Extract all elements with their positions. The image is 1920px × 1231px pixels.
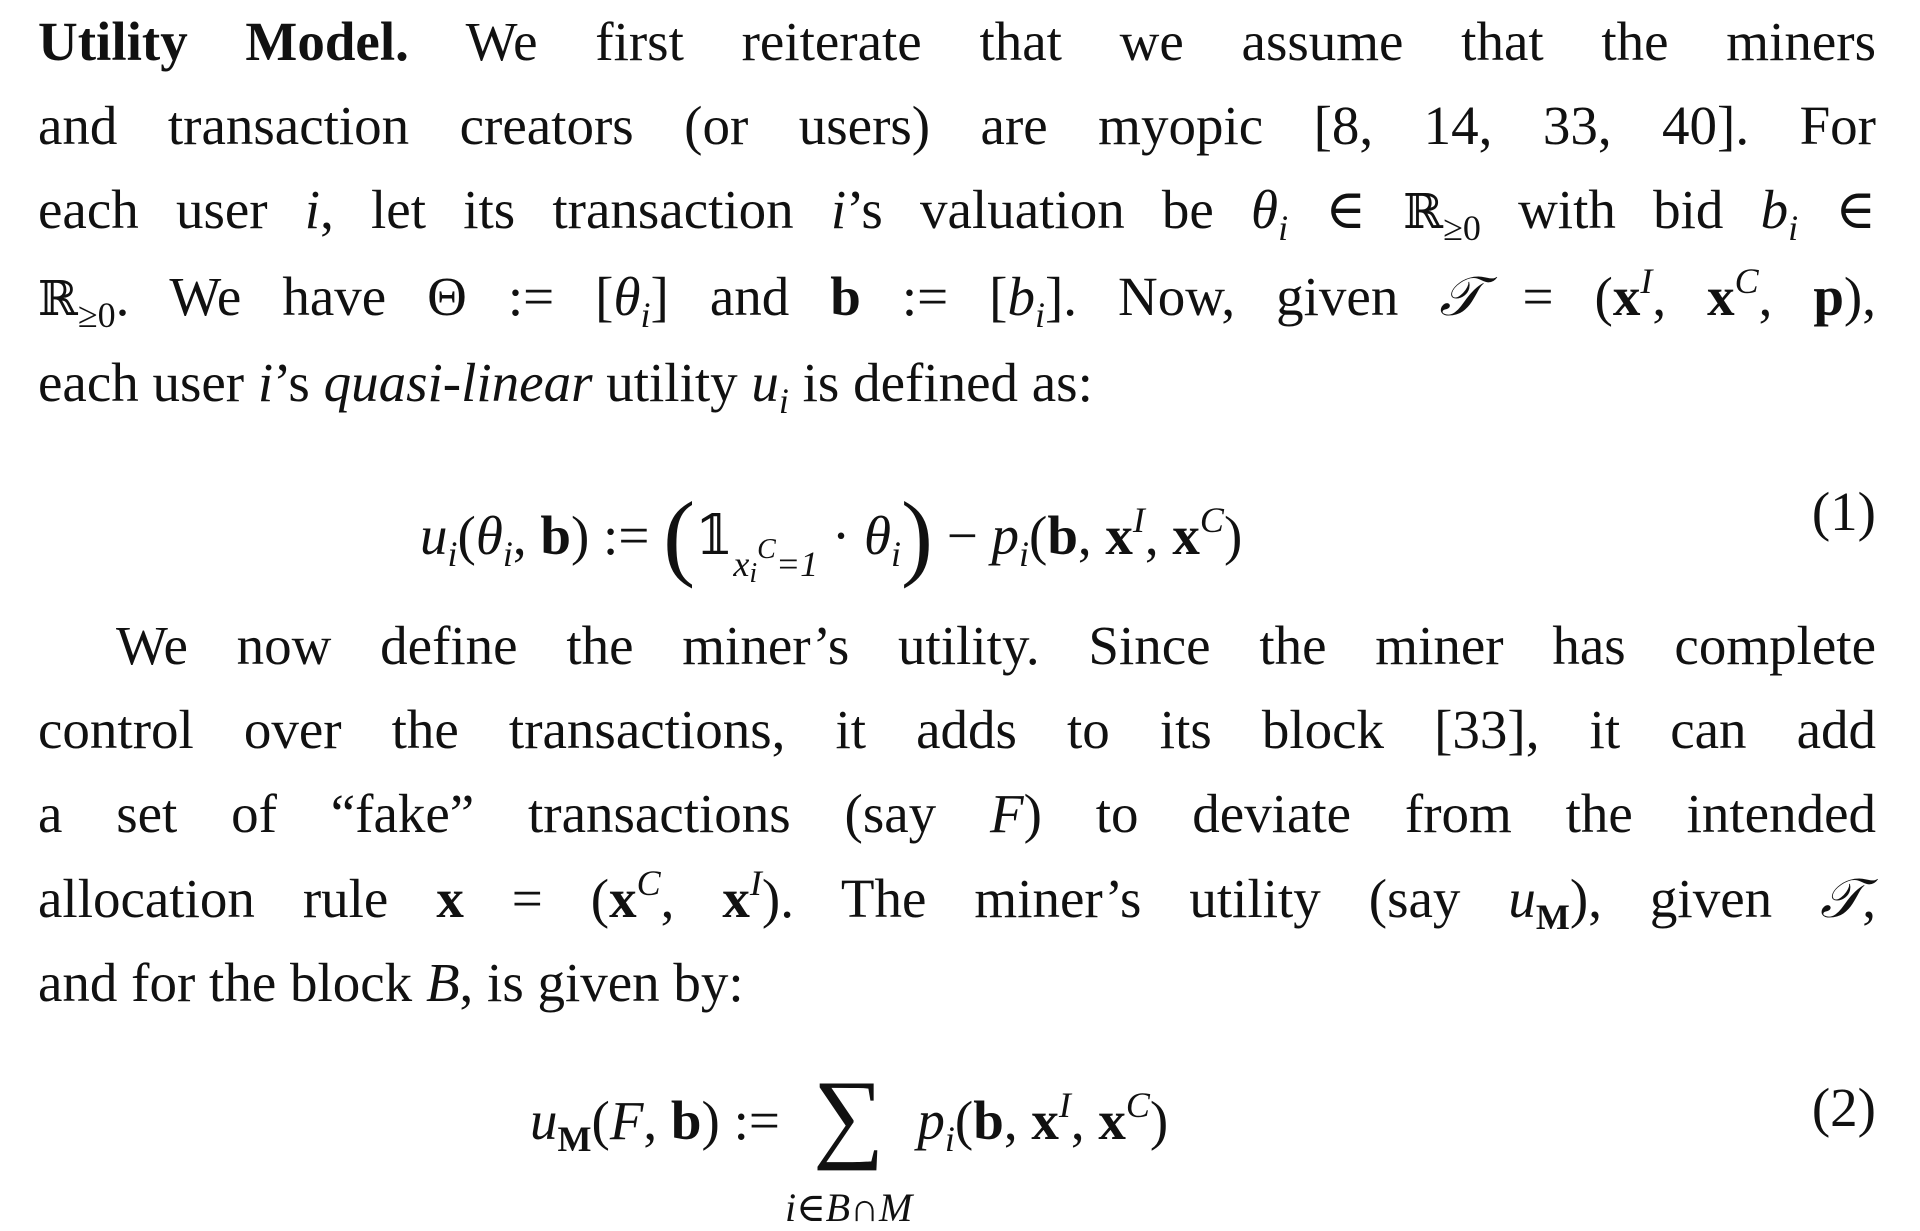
text-line: allocation rule x = (xC, xI). The miner’… (38, 863, 1876, 937)
section-run-in-heading: Utility Model. (38, 11, 409, 72)
text-line: each user i’s quasi-linear utility ui is… (38, 352, 1093, 421)
text-line: and transaction creators (or users) are … (38, 95, 1876, 156)
text-line: Utility Model. We first reiterate that w… (38, 11, 1876, 72)
paragraph-miner-utility: We now define the miner’s utility. Since… (38, 604, 1876, 1025)
equation-1-number: (1) (1811, 481, 1876, 542)
text-line: a set of “fake” transactions (say F) to … (38, 783, 1876, 844)
summation: ∑i∈B∩M (785, 1066, 912, 1231)
paragraph-utility-model: Utility Model. We first reiterate that w… (38, 0, 1876, 425)
summation-index: i∈B∩M (784, 1185, 913, 1230)
text-line: each user i, let its transaction i’s val… (38, 179, 1876, 248)
equation-2: uM(F, b) := ∑i∈B∩M pi(b, xI, xC) (2) (38, 1060, 1876, 1231)
text-line: We now define the miner’s utility. Since… (116, 615, 1876, 676)
equation-2-number: (2) (1811, 1077, 1876, 1138)
equation-1-body: ui(θi, b) := (𝟙xiC=1 · θi) − pi(b, xI, x… (420, 482, 1243, 589)
text-line: control over the transactions, it adds t… (38, 699, 1876, 760)
text-line: ℝ≥0. We have Θ := [θi] and b := [bi]. No… (38, 261, 1876, 335)
equation-1: ui(θi, b) := (𝟙xiC=1 · θi) − pi(b, xI, x… (38, 470, 1876, 590)
equation-2-body: uM(F, b) := ∑i∈B∩M pi(b, xI, xC) (530, 1060, 1169, 1231)
text-line: and for the block B, is given by: (38, 952, 744, 1013)
